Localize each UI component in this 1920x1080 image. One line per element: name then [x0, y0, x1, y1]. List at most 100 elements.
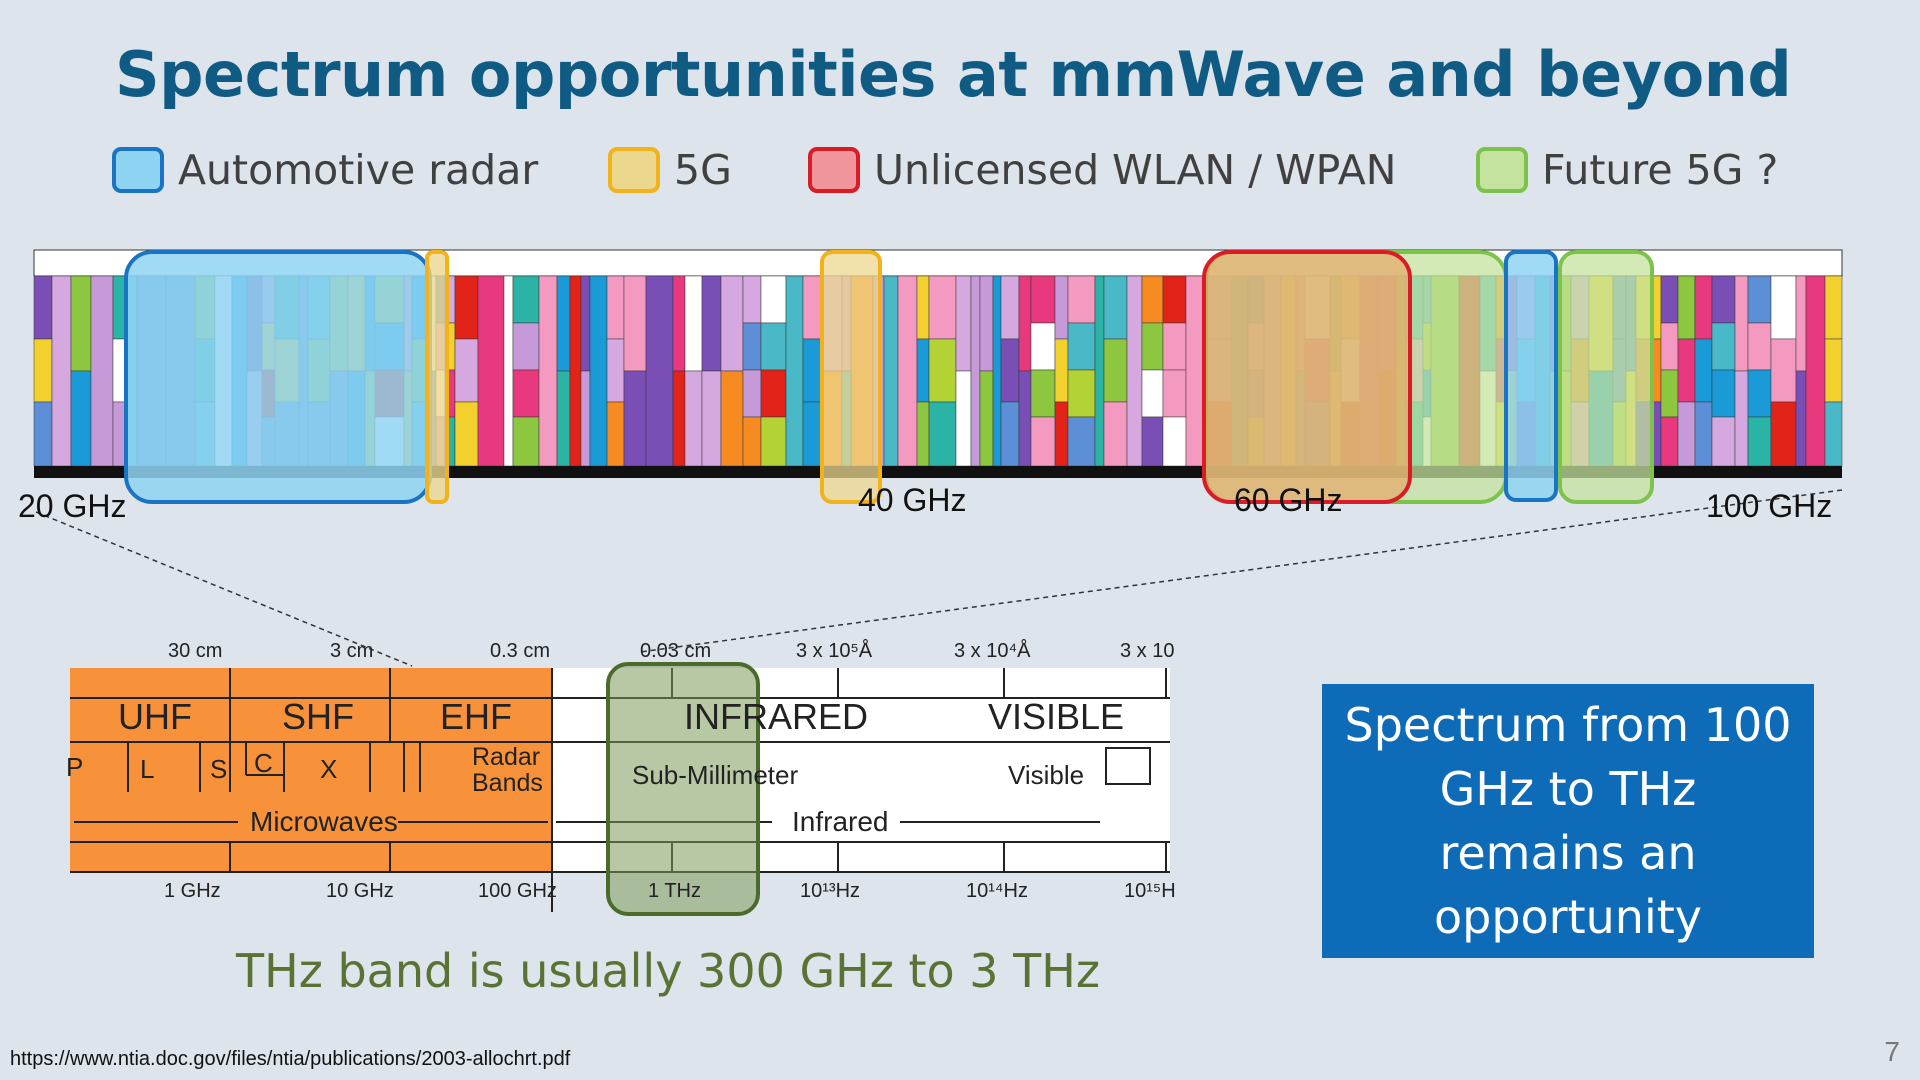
- allocation-cell: [785, 275, 804, 467]
- allocation-cell: [33, 401, 53, 467]
- allocation-cell: [1747, 322, 1772, 371]
- allocation-cell: [1054, 275, 1069, 340]
- allocation-cell: [1141, 416, 1164, 467]
- allocation-cell: [1795, 370, 1807, 467]
- infrared-label: Infrared: [792, 806, 889, 837]
- allocation-cell: [51, 275, 72, 467]
- freq-label-20ghz: 20 GHz: [18, 488, 127, 524]
- allocation-cell: [1770, 275, 1797, 340]
- legend-unlicensed-wlan: Unlicensed WLAN / WPAN: [808, 140, 1396, 200]
- bands-word: Bands: [472, 769, 543, 797]
- allocation-cell: [1103, 275, 1128, 340]
- wavelength-label: 3 x 10: [1120, 640, 1175, 662]
- allocation-cell: [503, 275, 514, 467]
- allocation-cell: [1162, 416, 1187, 467]
- freq-label-100ghz: 100 GHz: [1706, 488, 1833, 524]
- allocation-cell: [556, 275, 571, 372]
- 5g-highlight-28ghz: [425, 250, 449, 504]
- allocation-cell: [970, 275, 981, 467]
- band-visible: VISIBLE: [988, 696, 1125, 737]
- slide-title: Spectrum opportunities at mmWave and bey…: [115, 38, 1792, 111]
- allocation-cell: [1067, 275, 1096, 324]
- allocation-cell: [1824, 275, 1843, 340]
- allocation-cell: [1677, 338, 1696, 403]
- legend-swatch-5g: [608, 147, 660, 193]
- freq-label-40ghz: 40 GHz: [858, 482, 967, 518]
- allocation-cell: [1694, 401, 1713, 467]
- allocation-cell: [645, 275, 674, 467]
- allocation-cell: [1141, 275, 1164, 324]
- frequency-label: 1 THz: [648, 880, 701, 902]
- allocation-cell: [606, 338, 625, 403]
- radar-bands-label: Radar Bands: [472, 744, 543, 796]
- allocation-cell: [1660, 369, 1679, 418]
- allocation-cell: [606, 275, 625, 340]
- allocation-cell: [916, 275, 930, 340]
- allocation-cell: [70, 275, 92, 372]
- legend-future-5g: Future 5G ?: [1476, 140, 1778, 200]
- allocation-cell: [672, 275, 686, 372]
- allocation-cell: [580, 275, 591, 372]
- unlicensed-highlight-60ghz: [1202, 250, 1412, 504]
- radar-band-l: L: [140, 754, 155, 784]
- allocation-cell: [1711, 275, 1736, 324]
- band-visible-small: Visible: [1008, 760, 1085, 790]
- wavelength-label: 0.3 cm: [490, 640, 551, 662]
- wavelength-label: 3 x 10⁴Å: [954, 640, 1031, 662]
- allocation-cell: [1067, 369, 1096, 418]
- allocation-cell: [1694, 338, 1713, 403]
- allocation-cell: [742, 416, 762, 467]
- allocation-cell: [1747, 369, 1772, 418]
- allocation-cell: [897, 275, 918, 467]
- allocation-cell: [955, 370, 972, 467]
- opportunity-text: Spectrum from 100 GHz to THz remains an …: [1344, 698, 1792, 944]
- legend-automotive-radar: Automotive radar: [112, 140, 538, 200]
- allocation-cell: [1711, 416, 1736, 467]
- thz-band-note: THz band is usually 300 GHz to 3 THz: [236, 944, 1101, 998]
- allocation-cell: [623, 370, 647, 467]
- allocation-cell: [1000, 401, 1020, 467]
- frequency-label: 100 GHz: [478, 880, 557, 902]
- allocation-cell: [1162, 322, 1187, 371]
- allocation-cell: [477, 275, 505, 467]
- allocation-cell: [1747, 275, 1772, 324]
- allocation-cell: [672, 370, 686, 467]
- automotive-radar-highlight-77ghz: [1504, 250, 1558, 502]
- legend-swatch-unlicensed-wlan: [808, 147, 860, 193]
- allocation-cell: [1747, 416, 1772, 467]
- allocation-cell: [1734, 370, 1749, 467]
- radar-band-c: C: [254, 748, 273, 778]
- allocation-cell: [1770, 401, 1797, 467]
- allocation-cell: [1030, 369, 1056, 418]
- allocation-cell: [1824, 338, 1843, 403]
- frequency-label: 10¹⁵H: [1124, 880, 1176, 902]
- allocation-cell: [720, 275, 744, 372]
- source-link[interactable]: https://www.ntia.doc.gov/files/ntia/publ…: [10, 1048, 571, 1070]
- allocation-cell: [580, 370, 591, 467]
- page-number: 7: [1884, 1036, 1900, 1067]
- automotive-radar-highlight: [124, 250, 432, 504]
- allocation-cell: [1103, 401, 1128, 467]
- allocation-cell: [1805, 275, 1826, 467]
- allocation-cell: [1711, 322, 1736, 371]
- allocation-cell: [606, 401, 625, 467]
- allocation-cell: [33, 275, 53, 340]
- allocation-cell: [1770, 338, 1797, 403]
- radar-band-s: S: [210, 754, 228, 784]
- allocation-cell: [90, 275, 114, 467]
- allocation-cell: [1141, 369, 1164, 418]
- future-5g-highlight-85ghz: [1558, 250, 1654, 504]
- allocation-cell: [928, 338, 957, 403]
- allocation-cell: [569, 275, 582, 467]
- band-shf: SHF: [282, 696, 354, 737]
- allocation-cell: [454, 275, 479, 340]
- allocation-cell: [1000, 275, 1020, 340]
- band-sub-millimeter: Sub-Millimeter: [632, 760, 799, 790]
- allocation-cell: [1018, 275, 1032, 372]
- allocation-cell: [1141, 322, 1164, 371]
- allocation-cell: [1030, 416, 1056, 467]
- allocation-cell: [70, 370, 92, 467]
- thz-highlight: [606, 662, 760, 916]
- allocation-cell: [684, 370, 703, 467]
- frequency-label: 10¹³Hz: [800, 880, 861, 902]
